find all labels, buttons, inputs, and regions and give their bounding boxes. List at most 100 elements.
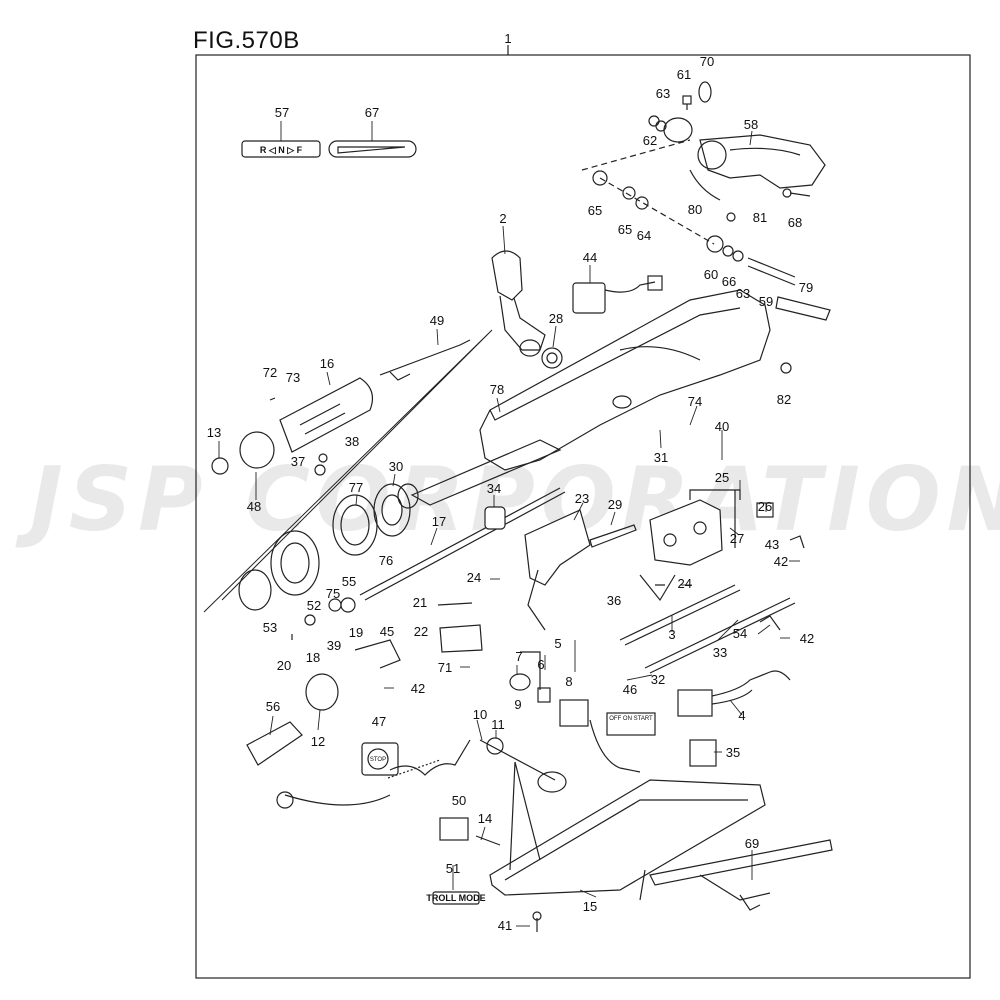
part-4-harness [677, 670, 791, 717]
callout-20: 20 [277, 658, 291, 673]
part-26 [756, 502, 774, 518]
callout-38: 38 [345, 434, 359, 449]
callout-80: 80 [688, 202, 702, 217]
callout-19: 19 [349, 625, 363, 640]
part-58-arm [663, 81, 826, 189]
callout-16: 16 [320, 356, 334, 371]
callout-60: 60 [704, 267, 718, 282]
callout-30: 30 [389, 459, 403, 474]
upper-hardware [592, 95, 831, 374]
decal-46-text: OFF ON START [609, 716, 653, 722]
callout-77: 77 [349, 480, 363, 495]
callout-42b: 42 [774, 554, 788, 569]
callout-67: 67 [365, 105, 379, 120]
callout-26: 26 [758, 499, 772, 514]
callout-1: 1 [504, 31, 511, 46]
callout-68: 68 [788, 215, 802, 230]
callout-24a: 24 [467, 570, 481, 585]
callout-14: 14 [478, 811, 492, 826]
callout-51: 51 [446, 861, 460, 876]
part-13 [211, 457, 229, 475]
callout-39: 39 [327, 638, 341, 653]
callout-34: 34 [487, 481, 501, 496]
callout-28: 28 [549, 311, 563, 326]
callout-64: 64 [637, 228, 651, 243]
callout-54: 54 [733, 626, 747, 641]
diagram-frame [195, 54, 971, 979]
part-34 [484, 506, 506, 530]
callout-21: 21 [413, 595, 427, 610]
callout-41: 41 [498, 918, 512, 933]
callout-49: 49 [430, 313, 444, 328]
callout-44: 44 [583, 250, 597, 265]
part-56 [246, 721, 303, 766]
part-51 [432, 891, 480, 905]
part-49 [379, 339, 471, 376]
part-22 [439, 624, 483, 653]
part-23 [524, 509, 591, 586]
part-78-housing [479, 289, 771, 471]
callout-10: 10 [473, 707, 487, 722]
callout-73: 73 [286, 370, 300, 385]
callout-7: 7 [515, 649, 522, 664]
callout-17: 17 [432, 514, 446, 529]
callout-25: 25 [715, 470, 729, 485]
callout-78: 78 [490, 382, 504, 397]
troll-mode-text: TROLL MODE [426, 893, 485, 903]
callout-72: 72 [263, 365, 277, 380]
stop-text: STOP [370, 757, 386, 763]
part-35 [689, 739, 717, 767]
callout-65a: 65 [588, 203, 602, 218]
callout-66: 66 [722, 274, 736, 289]
callout-50: 50 [452, 793, 466, 808]
callout-63b: 63 [736, 286, 750, 301]
callout-82: 82 [777, 392, 791, 407]
part-2-lever [491, 250, 546, 357]
part-43 [789, 535, 805, 549]
part-28 [541, 347, 563, 369]
callout-6: 6 [537, 657, 544, 672]
callout-58: 58 [744, 117, 758, 132]
callout-32: 32 [651, 672, 665, 687]
part-30 [373, 483, 411, 537]
callout-12: 12 [311, 734, 325, 749]
callout-18: 18 [306, 650, 320, 665]
callout-57: 57 [275, 105, 289, 120]
callout-8: 8 [565, 674, 572, 689]
part-16-grip [279, 377, 373, 453]
callout-15: 15 [583, 899, 597, 914]
callout-42a: 42 [411, 681, 425, 696]
part-47 [361, 742, 399, 776]
callout-42c: 42 [800, 631, 814, 646]
callout-46: 46 [623, 682, 637, 697]
callout-27: 27 [730, 531, 744, 546]
part-21 [437, 602, 473, 606]
callout-22: 22 [414, 624, 428, 639]
callout-37: 37 [291, 454, 305, 469]
callout-23: 23 [575, 491, 589, 506]
part-48 [239, 431, 275, 469]
callout-53: 53 [263, 620, 277, 635]
part-18 [304, 614, 316, 626]
callout-70: 70 [700, 54, 714, 69]
callout-31: 31 [654, 450, 668, 465]
part-69-bar [639, 839, 833, 911]
lanyard [284, 794, 391, 806]
part-44-switch [572, 275, 663, 314]
figure-title: FIG.570B [193, 27, 300, 54]
part-7 [509, 673, 531, 691]
part-3 [619, 584, 736, 641]
shift-decal-text: R ◁ N ▷ F [260, 145, 303, 155]
part-46-decal [606, 712, 656, 736]
callout-47: 47 [372, 714, 386, 729]
part-45 [354, 639, 401, 669]
callout-9: 9 [514, 697, 521, 712]
callout-2: 2 [499, 211, 506, 226]
callout-52: 52 [307, 598, 321, 613]
callout-35: 35 [726, 745, 740, 760]
callout-29: 29 [608, 497, 622, 512]
callout-13: 13 [207, 425, 221, 440]
part-53 [238, 569, 272, 611]
